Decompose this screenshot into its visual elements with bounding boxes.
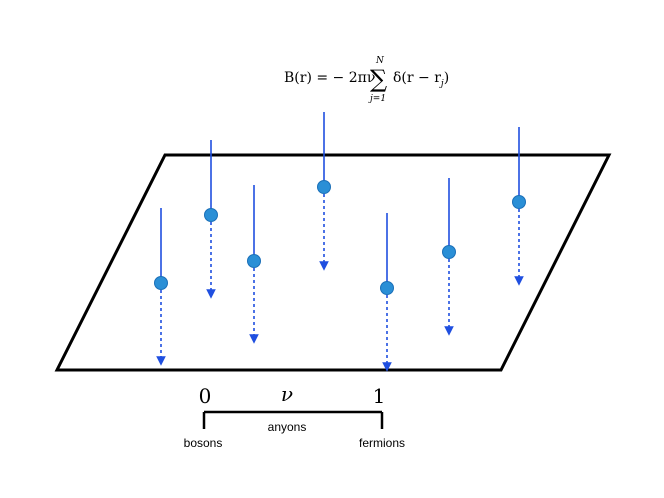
plane-outline [54,153,612,372]
formula-sum-symbol: ∑ [370,65,387,93]
label-fermions: fermions [359,436,405,450]
particle-dot [247,254,261,268]
particle-4 [317,112,331,271]
particle-group [154,112,526,372]
particle-dot [204,208,218,222]
particle-3 [247,185,261,344]
particle-5 [380,213,394,372]
formula-rhs-close: ) [444,70,449,86]
particle-1 [154,208,168,366]
formula-rhs: δ(r − rj) [393,70,449,89]
formula-sum-lower: j=1 [368,94,386,104]
particle-dot [317,180,331,194]
scale-variable: ν [281,382,293,406]
formula-rhs-main: δ(r − r [393,70,441,86]
particle-2 [204,140,218,299]
formula-lhs: B(r) = − 2πν [284,70,375,86]
particle-7 [512,127,526,286]
particle-6 [442,178,456,336]
scale-tick-right-label: 1 [373,384,386,408]
particle-dot [442,245,456,259]
particle-dot [380,281,394,295]
particle-dot [154,276,168,290]
label-anyons: anyons [268,420,307,434]
label-bosons: bosons [184,436,223,450]
formula: B(r) = − 2πν ∑ N j=1 δ(r − rj) [284,56,449,104]
particle-dot [512,195,526,209]
formula-rhs-sub: j [439,79,444,89]
nu-scale: 0 1 ν bosons anyons fermions [184,382,405,450]
scale-tick-left-label: 0 [199,384,212,408]
formula-sum-upper: N [375,56,385,66]
